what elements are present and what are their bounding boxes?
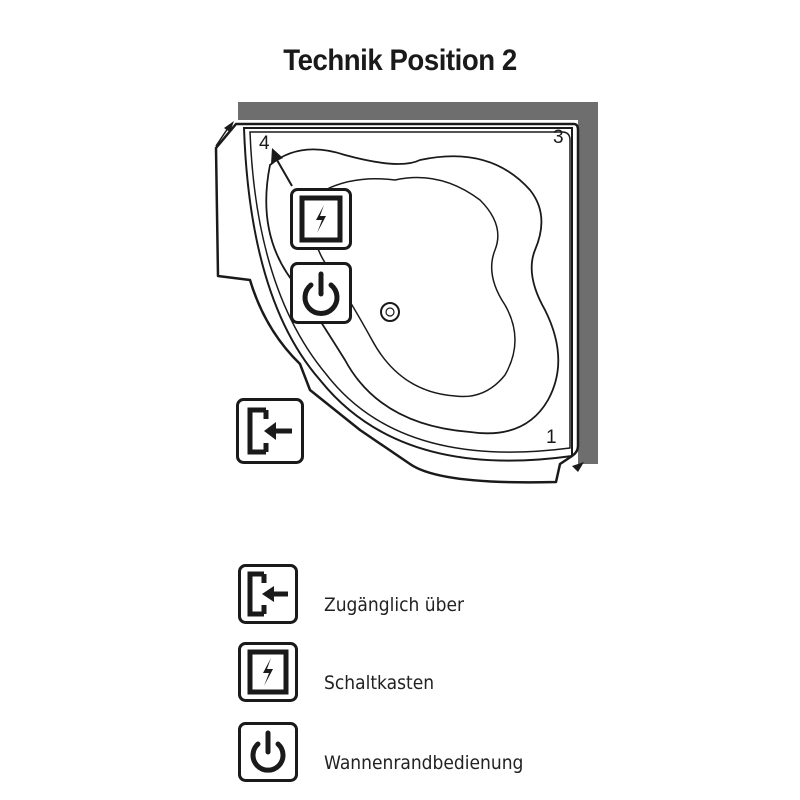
legend-row-access: Zugänglich über — [238, 564, 464, 624]
tub-basin — [265, 148, 560, 435]
tub-rim — [242, 127, 573, 462]
legend-label-control: Wannenrandbedienung — [324, 752, 524, 774]
tub-rim-inner — [249, 131, 571, 453]
lightning-box-icon — [238, 642, 298, 702]
power-icon — [290, 262, 352, 324]
legend-label-switchbox: Schaltkasten — [324, 672, 435, 694]
drain — [380, 302, 400, 322]
lightning-box-icon — [290, 188, 352, 250]
page-title: Technik Position 2 — [283, 44, 517, 77]
legend-label-access: Zugänglich über — [324, 594, 465, 616]
door-arrow-in-icon — [236, 398, 304, 464]
power-icon — [238, 722, 298, 782]
pointer-arrow-4 — [271, 148, 283, 164]
door-arrow-in-icon — [238, 564, 298, 624]
corner-number-4: 4 — [259, 133, 270, 154]
legend-row-switchbox: Schaltkasten — [238, 642, 434, 702]
legend-row-control: Wannenrandbedienung — [238, 722, 523, 782]
tub-outer-edge — [214, 122, 580, 484]
corner-number-3: 3 — [553, 127, 564, 148]
pointer-arrow-upper-left — [215, 127, 229, 147]
corner-number-1: 1 — [546, 427, 557, 448]
